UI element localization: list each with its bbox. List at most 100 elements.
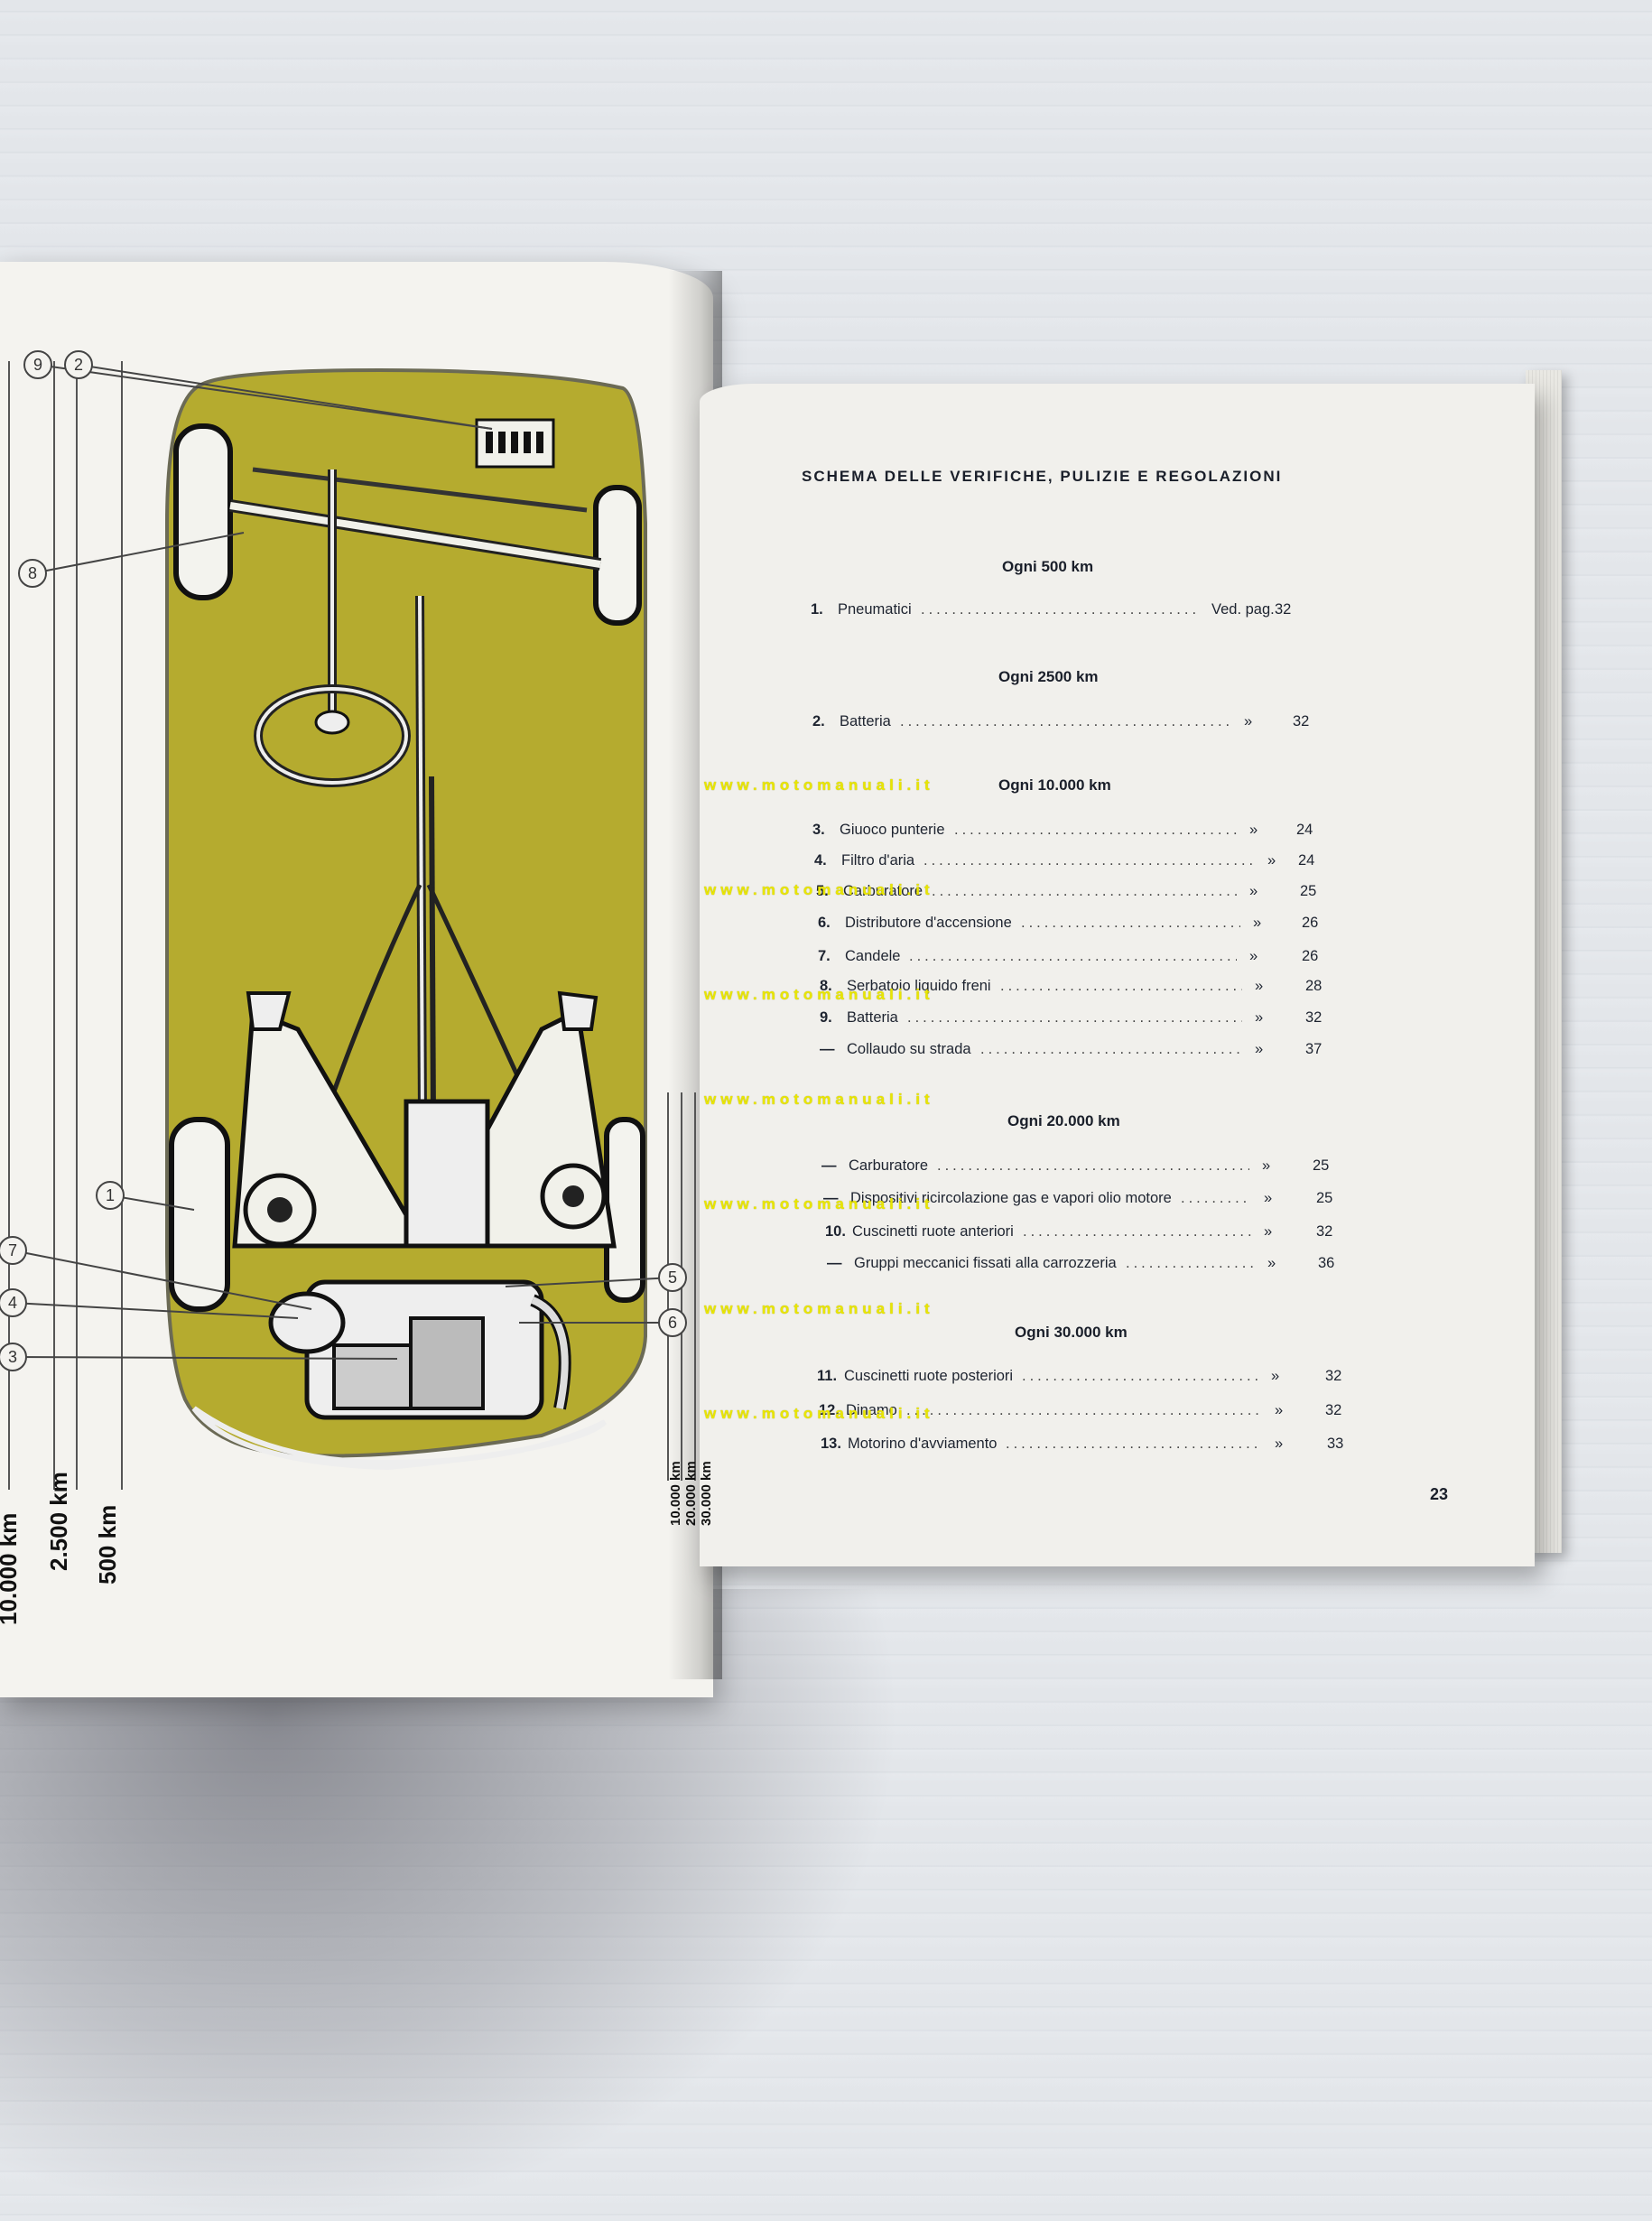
schedule-row: 5.Carburatore»25........................… (816, 883, 1336, 906)
item-ref: Ved. pag. (1211, 601, 1275, 618)
item-number: — (820, 1041, 835, 1057)
section-heading: Ogni 30.000 km (1015, 1324, 1128, 1341)
axis-label-500: 500 km (94, 1504, 121, 1584)
callout-6: 6 (519, 1308, 687, 1337)
dot-leader: ........................................… (932, 883, 1237, 899)
watermark: www.motomanuali.it (704, 1195, 934, 1213)
item-number: 5. (816, 883, 829, 899)
section-heading: Ogni 2500 km (998, 668, 1099, 685)
dot-leader: ........................................… (1000, 978, 1242, 994)
item-number: 2. (812, 713, 825, 729)
item-ref: » (1267, 852, 1276, 869)
callout-7: 7 (0, 1236, 312, 1310)
item-number: 9. (820, 1009, 832, 1026)
schedule-row: 6.Distributore d'accensione»26..........… (818, 915, 1338, 938)
svg-text:1: 1 (106, 1186, 115, 1204)
item-page: 32 (1325, 1402, 1342, 1418)
item-ref: » (1275, 1436, 1284, 1452)
schedule-row: —Carburatore»25.........................… (821, 1157, 1349, 1181)
item-number: 13. (821, 1436, 841, 1452)
item-label: Carburatore (849, 1157, 929, 1174)
item-page: 26 (1302, 915, 1319, 931)
dot-leader: ........................................… (1126, 1255, 1255, 1271)
item-page: 33 (1327, 1436, 1344, 1452)
dot-leader: ........................................… (1006, 1436, 1262, 1452)
dot-leader: ........................................… (937, 1157, 1249, 1174)
item-ref: » (1253, 915, 1262, 931)
right-page (700, 384, 1535, 1566)
item-number: 3. (812, 822, 825, 838)
dot-leader: ........................................… (1022, 1368, 1258, 1384)
axis-label-2500: 2.500 km (45, 1472, 72, 1571)
item-label: Serbatoio liquido freni (847, 978, 991, 994)
schedule-row: —Dispositivi ricircolazione gas e vapori… (823, 1190, 1352, 1213)
item-ref: » (1271, 1368, 1280, 1384)
item-page: 24 (1296, 822, 1313, 838)
item-number: — (823, 1190, 839, 1206)
dot-leader: ........................................… (907, 1009, 1242, 1026)
dot-leader: ........................................… (980, 1041, 1242, 1057)
rear-left-wheel (169, 1117, 230, 1312)
item-page: 25 (1300, 883, 1317, 899)
schedule-row: 3.Giuoco punterie»24....................… (812, 822, 1332, 845)
item-number: 4. (814, 852, 827, 869)
schedule-row: 11.Cuscinetti ruote posteriori»32.......… (817, 1368, 1361, 1391)
dot-leader: ........................................… (1021, 915, 1240, 931)
schedule-row: 7.Candele»26............................… (818, 948, 1338, 971)
item-label: Distributore d'accensione (845, 915, 1012, 931)
item-number: — (821, 1157, 837, 1174)
item-ref: » (1262, 1157, 1271, 1174)
rear-right-wheel (604, 1117, 645, 1303)
page-title: SCHEMA DELLE VERIFICHE, PULIZIE E REGOLA… (802, 468, 1283, 485)
svg-text:8: 8 (28, 564, 37, 582)
callout-8: 8 (18, 532, 245, 588)
item-number: 12. (819, 1402, 840, 1418)
callout-4: 4 (0, 1288, 299, 1319)
watermark: www.motomanuali.it (704, 1300, 934, 1317)
item-label: Batteria (840, 713, 891, 729)
watermark: www.motomanuali.it (704, 881, 934, 898)
item-label: Cuscinetti ruote posteriori (844, 1368, 1014, 1384)
svg-text:9: 9 (33, 356, 42, 374)
right-axis-label-10000: 10.000 km (668, 1461, 683, 1526)
item-page: 32 (1293, 713, 1310, 729)
svg-text:4: 4 (8, 1294, 17, 1312)
schedule-row: 2.Batteria»32...........................… (812, 713, 1329, 737)
item-page: 32 (1325, 1368, 1342, 1384)
item-page: 24 (1298, 852, 1315, 869)
callout-3: 3 (0, 1343, 398, 1371)
dot-leader: ........................................… (909, 948, 1237, 964)
item-ref: » (1267, 1255, 1276, 1271)
right-axis-label-20000: 20.000 km (683, 1461, 699, 1526)
item-label: Cuscinetti ruote anteriori (852, 1223, 1014, 1240)
item-label: Giuoco punterie (840, 822, 945, 838)
schedule-row: —Collaudo su strada»37..................… (820, 1041, 1341, 1064)
dot-leader: ........................................… (921, 601, 1199, 618)
item-page: 28 (1305, 978, 1323, 994)
item-number: 8. (820, 978, 832, 994)
svg-text:5: 5 (668, 1268, 677, 1287)
front-right-wheel (593, 485, 642, 626)
item-label: Candele (845, 948, 901, 964)
item-label: Pneumatici (838, 601, 912, 618)
item-page: 37 (1305, 1041, 1323, 1057)
dot-leader: ........................................… (1181, 1190, 1251, 1206)
item-ref: » (1275, 1402, 1284, 1418)
section-heading: Ogni 10.000 km (998, 776, 1111, 794)
dot-leader: ........................................… (954, 822, 1237, 838)
item-ref: » (1255, 978, 1264, 994)
item-page: 36 (1318, 1255, 1335, 1271)
front-left-wheel (173, 423, 233, 600)
item-label: Filtro d'aria (841, 852, 915, 869)
watermark: www.motomanuali.it (704, 986, 934, 1003)
watermark: www.motomanuali.it (704, 776, 934, 794)
item-page: 32 (1316, 1223, 1333, 1240)
schedule-row: 9.Batteria»32...........................… (820, 1009, 1341, 1033)
dot-leader: ........................................… (923, 852, 1255, 869)
schedule-row: 10.Cuscinetti ruote anteriori»32........… (825, 1223, 1352, 1247)
item-page: 32 (1275, 601, 1292, 618)
section-heading: Ogni 500 km (1002, 558, 1094, 575)
svg-text:6: 6 (668, 1314, 677, 1332)
